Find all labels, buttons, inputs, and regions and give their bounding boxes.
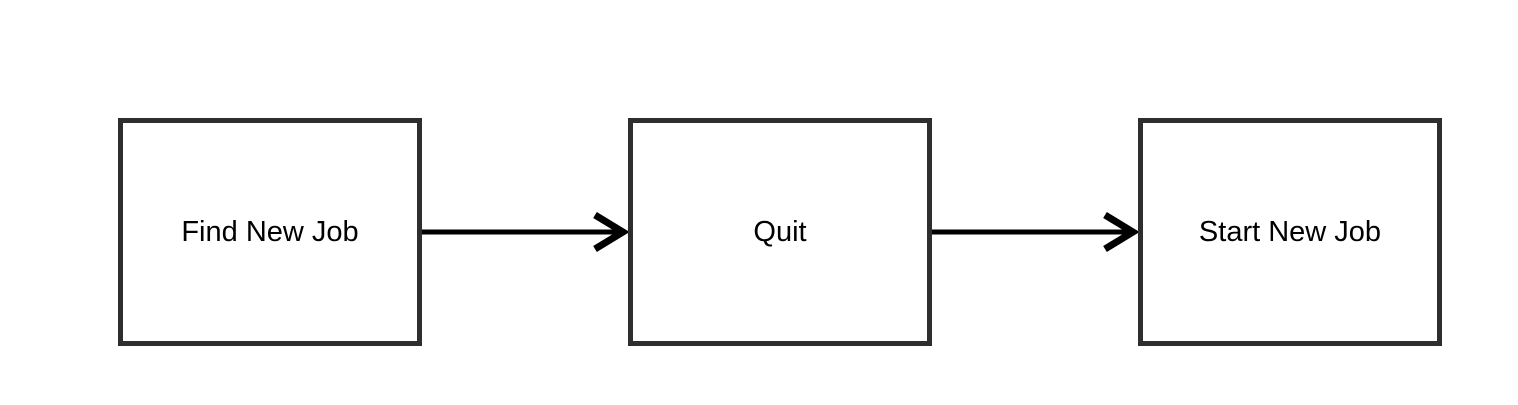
connector-arrow-quit-to-start[interactable]: [932, 210, 1138, 254]
flowchart-node-start-new-job[interactable]: Start New Job: [1138, 118, 1442, 346]
node-label: Quit: [753, 215, 807, 248]
connector-arrow-find-to-quit[interactable]: [422, 210, 628, 254]
flowchart-node-find-new-job[interactable]: Find New Job: [118, 118, 422, 346]
node-label: Start New Job: [1198, 215, 1382, 248]
right-arrow-icon: [422, 212, 628, 252]
node-label: Find New Job: [181, 215, 359, 248]
flowchart-node-quit[interactable]: Quit: [628, 118, 932, 346]
right-arrow-icon: [932, 212, 1138, 252]
